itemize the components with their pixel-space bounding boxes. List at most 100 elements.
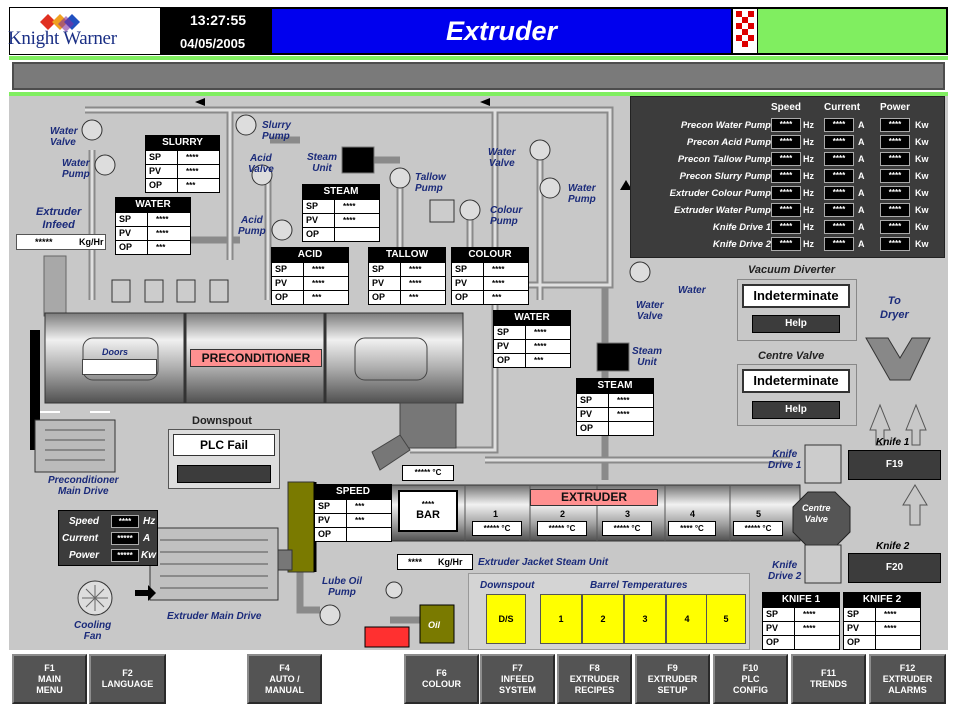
colour-control[interactable]: COLOUR SP**** PV**** OP***: [451, 247, 529, 305]
zone1-temp-button[interactable]: 1: [540, 594, 582, 644]
zone2-temp-button[interactable]: 2: [582, 594, 624, 644]
control-title: SPEED: [315, 485, 391, 499]
jacket-unit: Kg/Hr: [438, 557, 463, 567]
pv-value: ****: [156, 229, 169, 238]
oil-label: Oil: [428, 620, 441, 630]
pump-current-unit: A: [858, 188, 865, 198]
pump-row: Knife Drive 1****Hz****A****Kw: [631, 219, 945, 236]
centre-valve-title: Centre Valve: [758, 350, 825, 362]
downspout-button[interactable]: [177, 465, 271, 483]
pump-speed-value: ****: [771, 169, 801, 183]
drive-current-label: Current: [62, 533, 99, 544]
water-valve-label: Water Valve: [50, 126, 78, 148]
infeed-readout: ***** Kg/Hr: [16, 234, 106, 250]
centre-valve-label[interactable]: Centre Valve: [802, 503, 831, 524]
knife2-f20-button[interactable]: F20: [848, 553, 941, 583]
pump-row: Precon Water Pump****Hz****A****Kw: [631, 117, 945, 134]
zone5-temp-button[interactable]: 5: [706, 594, 746, 644]
drive-power-value: *****: [111, 549, 139, 562]
steam-control[interactable]: STEAM SP**** PV**** OP: [576, 378, 654, 436]
pump-current-value: ****: [824, 118, 854, 132]
op-value: ***: [156, 243, 166, 252]
extruder-main-drive-label: Extruder Main Drive: [167, 611, 262, 622]
fkey-code: F2: [122, 668, 133, 678]
col-speed: Speed: [771, 102, 802, 113]
knife1-title: Knife 1: [876, 437, 910, 448]
op-key: OP: [577, 422, 609, 435]
vacuum-help-button[interactable]: Help: [752, 315, 840, 333]
knife1-f19-button[interactable]: F19: [848, 450, 941, 480]
control-title: KNIFE 1: [763, 593, 839, 607]
fkey-code: F7: [512, 662, 523, 673]
acid-valve-label: Acid Valve: [248, 153, 274, 175]
pump-power-value: ****: [880, 220, 910, 234]
downspout-label: Downspout: [192, 415, 252, 427]
op-key: OP: [315, 528, 347, 541]
op-key: OP: [303, 228, 335, 241]
zone-temp: ***** °C: [602, 521, 652, 536]
centre-valve-help-button[interactable]: Help: [752, 401, 840, 419]
drive-speed-value: ****: [111, 515, 139, 528]
op-value: ***: [312, 293, 322, 302]
speed-control[interactable]: SPEED SP*** PV*** OP: [314, 484, 392, 542]
clock-time: 13:27:55: [190, 12, 247, 28]
sp-key: SP: [315, 500, 347, 513]
water-control[interactable]: WATER SP**** PV**** OP***: [493, 310, 571, 368]
zone3-temp-button[interactable]: 3: [624, 594, 666, 644]
pump-name: Precon Acid Pump: [686, 137, 771, 148]
pump-power-unit: Kw: [915, 188, 929, 198]
op-key: OP: [452, 291, 484, 304]
vacuum-diverter-title: Vacuum Diverter: [748, 264, 836, 276]
downspout-temp: ***** °C: [402, 465, 454, 481]
sp-key: SP: [844, 608, 876, 621]
sp-value: ****: [884, 610, 897, 619]
pump-speed-value: ****: [771, 152, 801, 166]
drive-power-unit: Kw: [141, 550, 156, 561]
sp-key: SP: [116, 213, 148, 226]
steam-control[interactable]: STEAM SP**** PV**** OP: [302, 184, 380, 242]
pump-speed-value: ****: [771, 135, 801, 149]
zone-temp: ***** °C: [733, 521, 783, 536]
jacket-label: Extruder Jacket Steam Unit: [478, 557, 609, 568]
logo-diamonds-icon: [40, 14, 80, 32]
water-control[interactable]: WATER SP**** PV**** OP***: [115, 197, 191, 255]
knife2-title: Knife 2: [876, 541, 910, 552]
acid-control[interactable]: ACID SP**** PV**** OP***: [271, 247, 349, 305]
zone-number: 5: [756, 509, 762, 519]
steam-unit-label: Steam Unit: [307, 152, 338, 174]
op-key: OP: [844, 636, 876, 649]
extruder-label: EXTRUDER: [530, 489, 658, 506]
knife1-control[interactable]: KNIFE 1 SP**** PV**** OP: [762, 592, 840, 650]
ds-temp-button[interactable]: D/S: [486, 594, 526, 644]
fkey-label: COLOUR: [422, 679, 461, 689]
pump-speed-unit: Hz: [803, 222, 814, 232]
tallow-control[interactable]: TALLOW SP**** PV**** OP***: [368, 247, 446, 305]
slurry-control[interactable]: SLURRY SP**** PV**** OP***: [145, 135, 220, 193]
op-key: OP: [116, 241, 148, 254]
pump-speed-unit: Hz: [803, 239, 814, 249]
zone4-temp-button[interactable]: 4: [666, 594, 708, 644]
control-title: STEAM: [303, 185, 379, 199]
pump-name: Knife Drive 1: [712, 222, 771, 233]
pump-speed-unit: Hz: [803, 188, 814, 198]
pump-current-value: ****: [824, 203, 854, 217]
pv-value: ****: [186, 167, 199, 176]
op-key: OP: [146, 179, 178, 192]
zone-temp: **** °C: [668, 521, 716, 536]
control-title: WATER: [116, 198, 190, 212]
pump-speed-value: ****: [771, 118, 801, 132]
extruder-infeed-label: Extruder Infeed: [36, 206, 82, 231]
knife2-control[interactable]: KNIFE 2 SP**** PV**** OP: [843, 592, 921, 650]
pump-speed-value: ****: [771, 203, 801, 217]
water-label: Water: [678, 285, 706, 296]
